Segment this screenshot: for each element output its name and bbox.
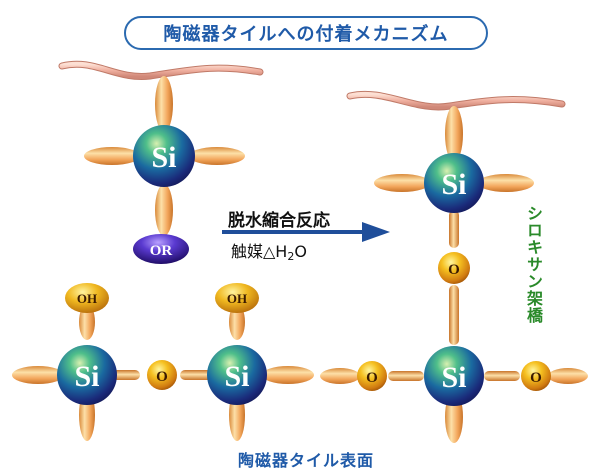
organic-chain-right: [346, 90, 566, 111]
reaction-condition-label: 触媒△H2O: [231, 238, 307, 263]
oxygen-label: O: [530, 370, 542, 386]
reaction-arrow: [222, 222, 390, 242]
bond-lobe: [388, 371, 424, 381]
si-atom-label: Si: [441, 168, 466, 201]
condition-subscript: 2: [287, 250, 295, 263]
alkoxy-label: OR: [150, 243, 173, 259]
oxygen-label: O: [366, 370, 378, 386]
oxygen-atom: [521, 361, 551, 391]
bond-lobe: [180, 370, 214, 380]
bond-lobe: [189, 147, 245, 165]
condition-suffix: O: [294, 242, 307, 261]
bond-lobe: [12, 366, 64, 384]
tile-surface-left: OH OH Si Si O: [12, 283, 314, 441]
condition-prefix: 触媒△H: [231, 242, 288, 261]
diagram-title: 陶磁器タイルへの付着メカニズム: [163, 24, 449, 45]
oxygen-atom: [147, 360, 177, 390]
bond-lobe: [320, 368, 360, 384]
oxygen-label: O: [156, 369, 168, 385]
silane-molecule: Si OR: [84, 76, 245, 264]
hydroxyl-group: [215, 283, 259, 313]
si-atom: [207, 345, 267, 405]
bond-lobe: [449, 285, 459, 345]
bond-lobe: [79, 304, 95, 340]
si-atom-label: Si: [151, 141, 176, 174]
siloxane-structure: Si O Si O O: [320, 106, 588, 443]
hydroxyl-label: OH: [227, 291, 247, 306]
siloxane-crosslink-label: シロキサン架橋: [524, 205, 543, 324]
si-atom-label: Si: [441, 361, 466, 394]
bond-lobe: [84, 147, 140, 165]
bond-lobe: [374, 174, 430, 192]
bond-lobe: [262, 366, 314, 384]
bond-lobe: [155, 184, 173, 236]
title-banner: 陶磁器タイルへの付着メカニズム: [124, 16, 488, 50]
bond-lobe: [449, 210, 459, 248]
oxygen-atom: [438, 252, 470, 284]
tile-surface-caption: 陶磁器タイル表面: [237, 451, 374, 470]
hydroxyl-label: OH: [77, 291, 97, 306]
oxygen-atom: [357, 361, 387, 391]
hydroxyl-group: [65, 283, 109, 313]
si-atom-label: Si: [224, 360, 249, 393]
oxygen-label: O: [448, 262, 460, 278]
bond-lobe: [155, 76, 173, 132]
reaction-name-label: 脱水縮合反応: [228, 211, 330, 231]
si-atom: [424, 346, 484, 406]
bond-lobe: [445, 106, 463, 162]
bond-lobe: [229, 304, 245, 340]
bond-lobe: [484, 371, 520, 381]
si-atom: [424, 153, 484, 213]
alkoxy-group: [133, 234, 189, 264]
si-atom: [57, 345, 117, 405]
si-atom: [133, 125, 195, 187]
organic-chain-left: [58, 60, 264, 80]
bond-lobe: [548, 368, 588, 384]
si-atom-label: Si: [74, 360, 99, 393]
bond-lobe: [112, 370, 140, 380]
bond-lobe: [478, 174, 534, 192]
